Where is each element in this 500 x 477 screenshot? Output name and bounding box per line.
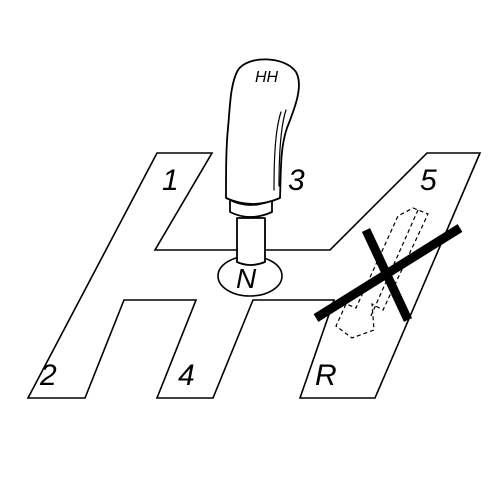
gear-label-reverse: R [315,359,337,392]
reverse-shift-dashed-arrow [335,207,429,339]
forbidden-cross-icon [313,224,463,322]
gear-label-1: 1 [162,164,179,197]
neutral-label: N [236,263,257,294]
gear-label-5: 5 [420,164,437,197]
gear-label-3: 3 [288,164,305,197]
gear-knob-icon [225,58,300,205]
gear-label-2: 2 [39,359,57,392]
gear-lever-shaft [236,217,266,266]
gear-label-4: 4 [178,359,195,392]
knob-shift-pattern: HH [255,69,279,86]
